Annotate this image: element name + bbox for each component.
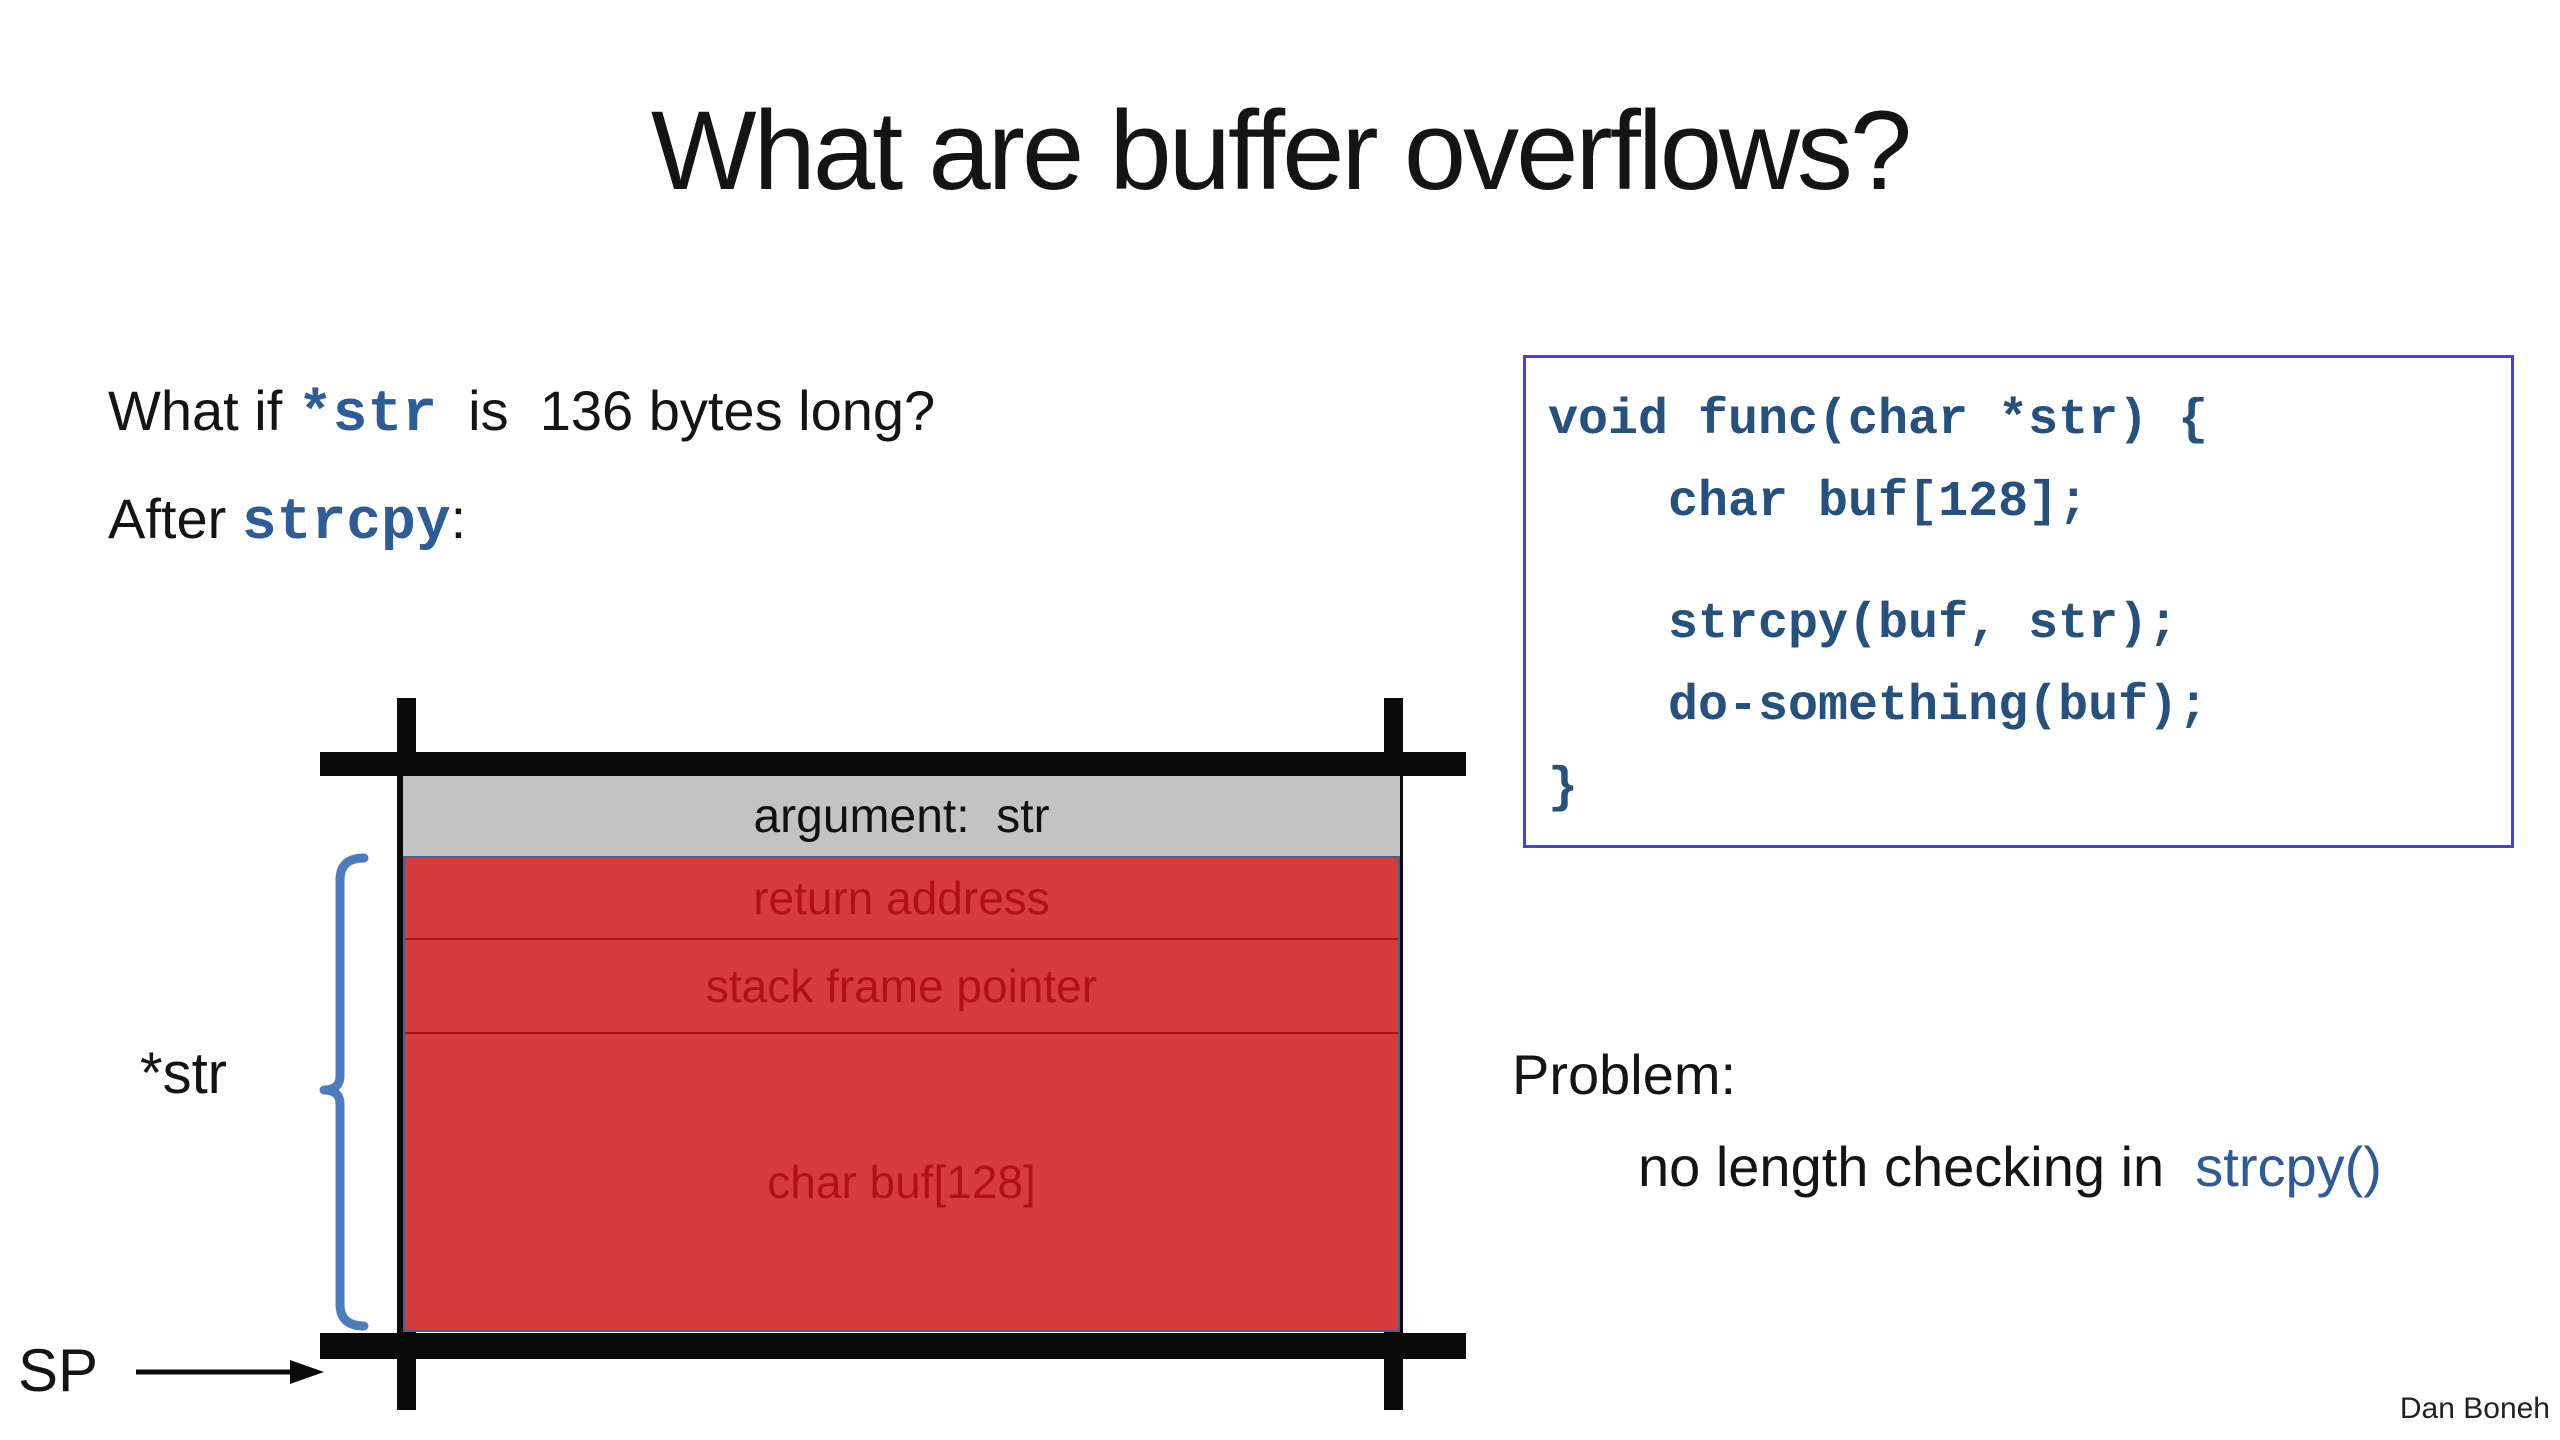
problem-heading: Problem: [1512, 1043, 1737, 1106]
left-brace-icon [319, 853, 369, 1331]
stack-cell-argument: argument: str [403, 776, 1400, 856]
question-line-2: After strcpy: [108, 486, 466, 556]
code-line: void func(char *str) { [1548, 392, 2209, 449]
question-line-1: What if *str is 136 bytes long? [108, 378, 935, 448]
right-arrow-icon [136, 1360, 324, 1384]
brace-label-str: *str [140, 1041, 227, 1106]
stack-cell-stack-frame-pointer: stack frame pointer [405, 940, 1398, 1034]
stack-frame-top-bar [320, 752, 1466, 776]
author-credit: Dan Boneh [2399, 1392, 2550, 1425]
problem-detail-text: no length checking in [1638, 1135, 2196, 1198]
code-line: char buf[128]; [1548, 474, 2089, 531]
question-line-2-prefix: After [108, 487, 242, 550]
inline-code-strcpy: strcpy [241, 491, 451, 556]
question-line-1-suffix: is 136 bytes long? [437, 379, 936, 442]
code-line: } [1548, 760, 1579, 817]
code-line: strcpy(buf, str); [1548, 596, 2179, 653]
inline-code-str-pointer: *str [297, 383, 438, 448]
code-snippet-box: void func(char *str) { char buf[128]; st… [1523, 355, 2514, 848]
question-line-2-suffix: : [450, 487, 467, 550]
code-line: do-something(buf); [1548, 678, 2209, 735]
question-line-1-prefix: What if [108, 379, 298, 442]
problem-detail: no length checking in strcpy() [1638, 1134, 2382, 1199]
problem-strcpy-token: strcpy() [2195, 1135, 2382, 1198]
stack-frame-bottom-bar [320, 1333, 1466, 1359]
stack-pointer-label: SP [18, 1337, 99, 1404]
overflow-region: return address stack frame pointer char … [403, 856, 1400, 1332]
page-title: What are buffer overflows? [650, 88, 1912, 213]
stack-cell-return-address: return address [405, 858, 1398, 940]
stack-cell-char-buf: char buf[128] [767, 1156, 1036, 1208]
